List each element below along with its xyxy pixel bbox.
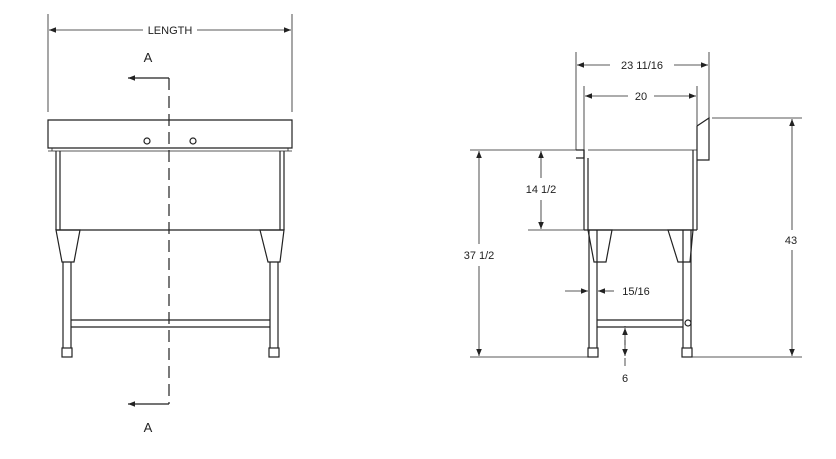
overall-height-label: 43 [785,235,797,247]
front-gusset-left [55,229,81,263]
side-gusset-left [587,229,613,263]
leg-offset-dimension: 15/16 [565,286,650,298]
front-bowl [55,151,285,231]
side-gusset-right [667,229,694,263]
bowl-height-dimension: 14 1/2 [526,149,584,231]
overall-depth-label: 23 11/16 [621,60,663,72]
bowl-depth-label: 20 [635,91,647,103]
side-view: 23 11/16 20 [464,52,802,385]
front-legs [61,262,280,358]
overall-depth-dimension: 23 11/16 [577,60,708,72]
section-label-bottom: A [144,420,153,435]
front-view: LENGTH [47,14,293,435]
rim-height-dimension: 37 1/2 [464,149,588,358]
faucet-hole-left [143,137,151,145]
section-label-top: A [144,50,153,65]
bowl-depth-dimension: 20 [585,91,696,103]
length-dimension: LENGTH [49,25,291,37]
faucet-hole-right [189,137,197,145]
overall-height-dimension: 43 [692,117,802,358]
crossbar-height-dimension: 6 [622,326,628,385]
front-top-rim [47,119,293,152]
leg-offset-label: 15/16 [622,286,650,298]
front-crossbar [71,319,270,328]
side-sink-profile [576,116,710,231]
rim-height-label: 37 1/2 [464,250,495,262]
front-gusset-right [259,229,285,263]
bowl-height-label: 14 1/2 [526,184,557,196]
side-crossbar [597,319,692,328]
section-line-a: A A [128,50,170,435]
length-label: LENGTH [148,25,193,37]
side-legs [587,230,693,358]
crossbar-height-label: 6 [622,373,628,385]
